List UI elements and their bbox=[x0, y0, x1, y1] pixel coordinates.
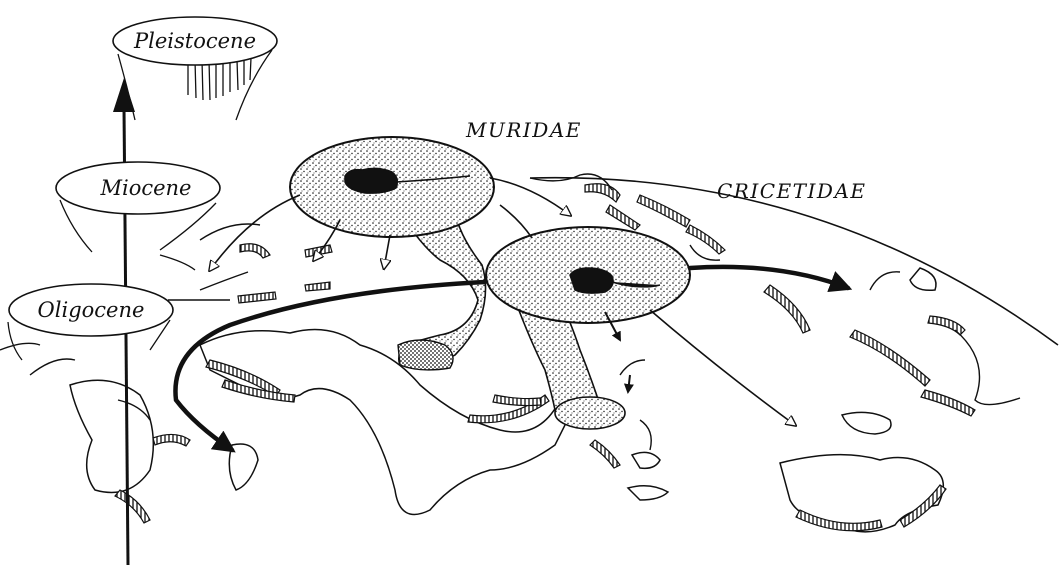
miocene-label: Miocene bbox=[99, 176, 191, 200]
epoch-pleistocene: Pleistocene bbox=[113, 17, 277, 65]
thin-solid-arrows bbox=[605, 312, 630, 392]
epoch-oligocene: Oligocene bbox=[9, 284, 173, 336]
continent-europe-asia bbox=[200, 329, 580, 514]
arrow-cricetidae-southeast bbox=[650, 310, 795, 425]
cricetidae-stem-end bbox=[555, 397, 625, 429]
pleistocene-label: Pleistocene bbox=[133, 29, 256, 53]
arrow-muridae-west bbox=[210, 195, 300, 270]
arrow-muridae-east bbox=[490, 178, 570, 215]
island-a bbox=[842, 412, 891, 434]
island-e bbox=[910, 268, 936, 290]
arrow-muridae-south-east bbox=[500, 205, 532, 238]
oligocene-label: Oligocene bbox=[38, 298, 145, 322]
island-b bbox=[632, 452, 660, 468]
arrow-cricetidae-east bbox=[690, 267, 848, 288]
cricetidae-label: CRICETIDAE bbox=[717, 179, 866, 203]
muridae-label: MURIDAE bbox=[465, 118, 582, 142]
continent-africa-west bbox=[70, 380, 153, 492]
arrow-muridae-south bbox=[384, 235, 390, 268]
island-c bbox=[628, 486, 668, 500]
epoch-miocene: Miocene bbox=[56, 162, 220, 214]
arrow-cricetidae-south-2 bbox=[628, 375, 630, 392]
cricetidae-dense-patch bbox=[398, 340, 453, 370]
